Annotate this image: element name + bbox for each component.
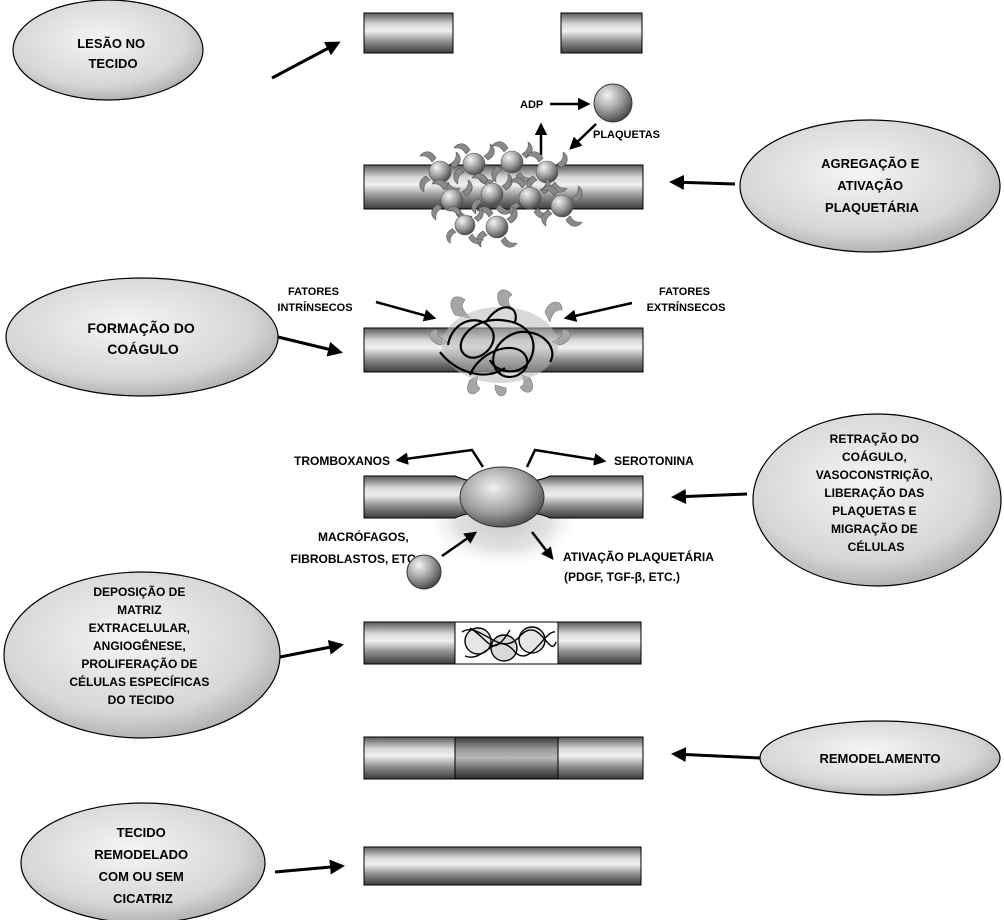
arrow-deposicao [279,639,344,659]
ativacao-label: ATIVAÇÃO PLAQUETÁRIA (PDGF, TGF-β, ETC.) [563,549,717,584]
tromboxanos-label: TROMBOXANOS [294,454,390,468]
fatores-intrinsecos-label: FATORES INTRÍNSECOS [277,286,352,314]
stage-deposicao-line-1: DEPOSIÇÃO DE [93,584,185,599]
arrow-coagulo [277,335,343,357]
arrow-serotonina [525,448,607,468]
stage-retracao-line-7: CÉLULAS [848,539,905,554]
stage-retracao-line-2: COÁGULO, [842,449,907,464]
stage-retracao-line-6: MIGRAÇÃO DE [831,521,918,536]
stage-agregacao-line-2: ATIVAÇÃO [837,178,903,193]
vessel-remodel-right [557,736,644,780]
stage-deposicao-line-3: EXTRACELULAR, [89,621,190,635]
stage-retracao-oval: RETRAÇÃO DO COÁGULO, VASOCONSTRIÇÃO, LIB… [752,413,1002,587]
stage-retracao-line-5: PLAQUETAS E [832,504,916,518]
stage-deposicao-line-2: MATRIZ [117,603,161,617]
arrow-lesao [271,41,341,80]
vessel-remodel-left [363,736,456,780]
vessel-cut-left [363,12,454,54]
stage-remodelamento-oval: REMODELAMENTO [759,720,1001,796]
arrow-remodelamento [671,747,761,763]
stage-remodelado-line-4: CICATRIZ [113,891,173,906]
vessel-aggregation [363,164,644,210]
stage-deposicao-line-6: CÉLULAS ESPECÍFICAS [69,674,209,689]
stage-retracao-line-1: RETRAÇÃO DO [830,431,919,446]
stage-remodelamento-line-1: REMODELAMENTO [819,751,940,766]
stage-retracao-text: RETRAÇÃO DO COÁGULO, VASOCONSTRIÇÃO, LIB… [816,431,936,554]
stage-deposicao-line-7: DO TECIDO [108,693,175,707]
stage-deposicao-line-4: ANGIOGÊNESE, [93,638,186,653]
fatores-extrinsecos-label: FATORES EXTRÍNSECOS [647,286,726,314]
stage-remodelado-line-1: TECIDO [117,825,166,840]
stage-coagulo-line-1: FORMAÇÃO DO [87,319,194,336]
arrow-agregacao [669,174,736,190]
arrow-retracao [671,489,748,505]
vessel-cut-right [560,12,643,54]
arrow-tromboxanos [395,448,485,468]
macrofagos-label: MACRÓFAGOS, FIBROBLASTOS, ETC. [291,529,419,566]
matrix-fibers [461,626,557,662]
plaquetas-label: PLAQUETAS [593,129,660,141]
stage-coagulo-oval: FORMAÇÃO DO COÁGULO [5,277,279,397]
stage-agregacao-line-1: AGREGAÇÃO E [821,156,920,171]
stage-deposicao-text: DEPOSIÇÃO DE MATRIZ EXTRACELULAR, ANGIOG… [69,584,212,707]
stage-remodelado-line-3: COM OU SEM [99,869,184,884]
vessel-matrix-left [363,621,456,665]
stage-lesao-line-1: LESÃO NO [77,36,145,51]
arrow-fatores-extrinsecos [563,301,633,322]
retracted-clot [459,466,545,528]
arrow-macrofagos [441,531,478,558]
stage-lesao-line-2: TECIDO [88,56,137,71]
clot-fibrin-mesh [429,289,571,397]
stage-deposicao-oval: DEPOSIÇÃO DE MATRIZ EXTRACELULAR, ANGIOG… [3,571,281,739]
stage-remodelado-oval: TECIDO REMODELADO COM OU SEM CICATRIZ [20,802,266,920]
stage-coagulo-text: FORMAÇÃO DO COÁGULO [87,319,198,357]
serotonina-label: SEROTONINA [614,454,694,468]
arrow-ativacao [531,531,554,560]
stage-remodelado-line-2: REMODELADO [94,847,188,862]
vessel-healed [363,846,642,886]
vessel-remodel-middle [454,736,559,780]
stage-lesao-text: LESÃO NO TECIDO [77,36,149,71]
vessel-matrix-right [557,621,642,665]
stage-agregacao-line-3: PLAQUETÁRIA [825,200,920,215]
arrow-remodelado [274,859,345,875]
stage-coagulo-line-2: COÁGULO [107,341,179,357]
stage-deposicao-line-5: PROLIFERAÇÃO DE [81,656,197,671]
arrow-platelet-down [569,123,597,150]
stage-agregacao-oval: AGREGAÇÃO E ATIVAÇÃO PLAQUETÁRIA [739,119,1001,253]
macrophage-sphere-icon [406,554,442,590]
adp-label: ADP [520,99,543,111]
arrow-fatores-intrinsecos [375,300,437,322]
stage-lesao-oval: LESÃO NO TECIDO [12,0,204,101]
stage-retracao-line-3: VASOCONSTRIÇÃO, [816,467,933,482]
stage-remodelado-text: TECIDO REMODELADO COM OU SEM CICATRIZ [94,825,192,906]
stage-retracao-line-4: LIBERAÇÃO DAS [824,485,924,500]
stage-agregacao-text: AGREGAÇÃO E ATIVAÇÃO PLAQUETÁRIA [821,156,923,215]
platelet-sphere-icon [593,83,633,123]
